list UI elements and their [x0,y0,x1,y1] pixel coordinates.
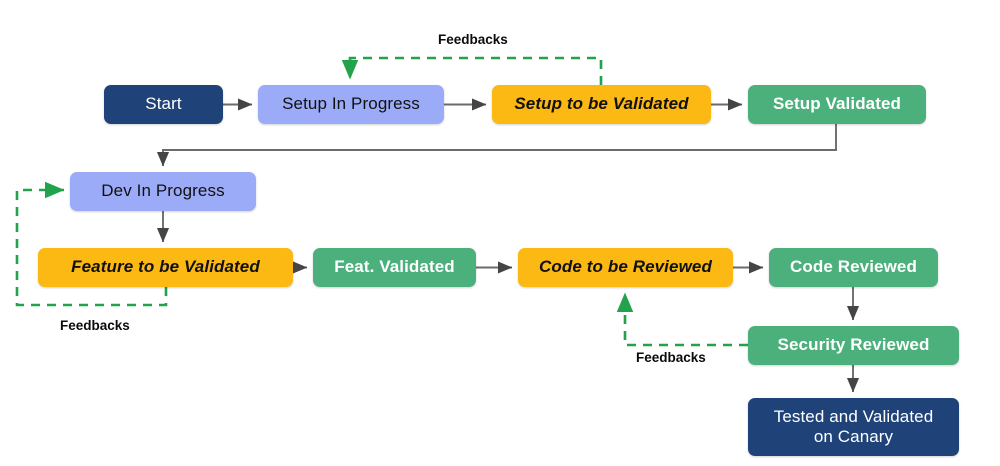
node-security-reviewed-label: Security Reviewed [777,335,930,355]
edge-feedback-setup [341,56,603,85]
node-setup-to-be-validated[interactable]: Setup to be Validated [492,85,711,124]
node-setup-to-be-validated-label: Setup to be Validated [514,94,689,114]
node-security-reviewed[interactable]: Security Reviewed [748,326,959,365]
node-feature-to-be-validated-label: Feature to be Validated [71,257,260,277]
node-setup-validated-label: Setup Validated [772,94,902,114]
node-feature-to-be-validated[interactable]: Feature to be Validated [38,248,293,287]
edge-label-feedback-feature: Feedbacks [60,318,130,333]
node-code-reviewed-label: Code Reviewed [790,257,917,277]
edge-label-feedback-code: Feedbacks [636,350,706,365]
node-setup-in-progress[interactable]: Setup In Progress [258,85,444,124]
node-code-reviewed[interactable]: Code Reviewed [769,248,938,287]
node-tested-and-validated-on-canary-label: Tested and Validated on Canary [773,406,934,446]
edge-label-feedback-setup: Feedbacks [438,32,508,47]
node-tested-and-validated-on-canary[interactable]: Tested and Validated on Canary [748,398,959,456]
node-start[interactable]: Start [104,85,223,124]
edge-feedback-code [616,292,748,347]
edge-setupvalidated-to-dev [156,124,837,167]
node-dev-in-progress[interactable]: Dev In Progress [70,172,256,211]
node-code-to-be-reviewed[interactable]: Code to be Reviewed [518,248,733,287]
node-start-label: Start [145,94,182,114]
node-setup-in-progress-label: Setup In Progress [282,94,420,114]
node-code-to-be-reviewed-label: Code to be Reviewed [539,257,712,277]
node-feat-validated-label: Feat. Validated [334,257,455,277]
node-dev-in-progress-label: Dev In Progress [101,181,225,201]
node-feat-validated[interactable]: Feat. Validated [313,248,476,287]
node-setup-validated[interactable]: Setup Validated [748,85,926,124]
